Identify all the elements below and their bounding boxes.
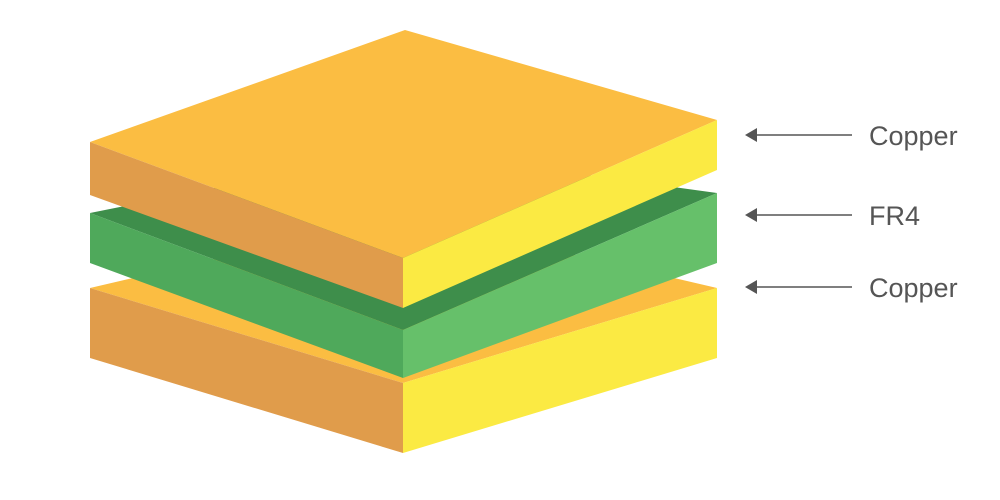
top-copper-left-face	[90, 142, 403, 308]
fr4-left-face	[90, 213, 403, 378]
arrowhead-icon	[745, 208, 757, 222]
fr4-right-face	[403, 193, 717, 378]
top-copper-right-face	[403, 120, 717, 308]
bottom-copper-left-face	[90, 288, 403, 453]
layer-label-fr4: FR4	[869, 201, 920, 231]
top-copper-top-face	[90, 30, 717, 258]
layer-label-top-copper: Copper	[869, 121, 958, 151]
arrowhead-icon	[745, 280, 757, 294]
callout-bottom-copper: Copper	[745, 273, 958, 303]
bottom-copper-right-face	[403, 288, 717, 453]
arrowhead-icon	[745, 128, 757, 142]
callout-top-copper: Copper	[745, 121, 958, 151]
layer-label-bottom-copper: Copper	[869, 273, 958, 303]
callout-fr4: FR4	[745, 201, 920, 231]
top-copper-layer	[90, 30, 717, 308]
